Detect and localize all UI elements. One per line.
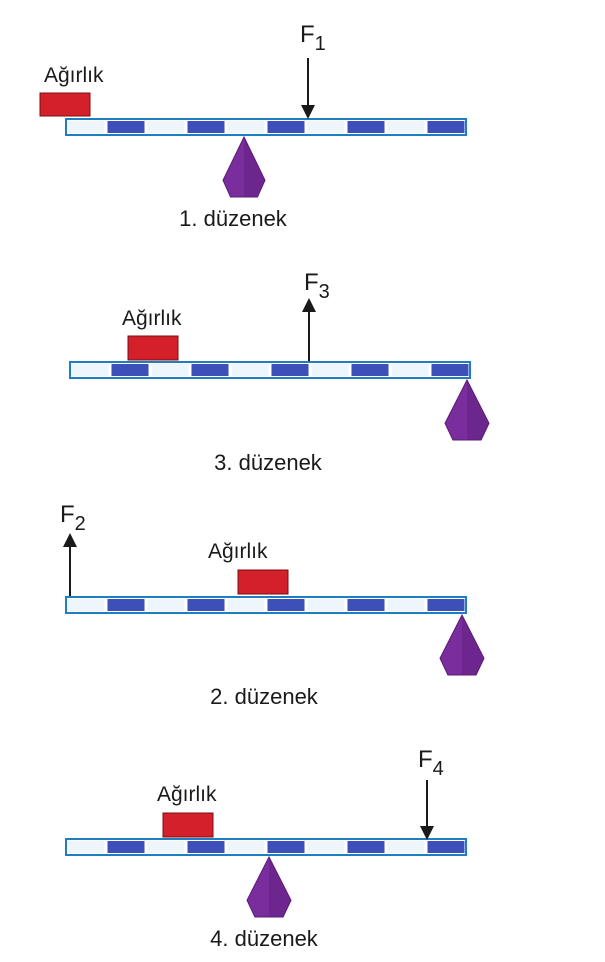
- beam-segment: [387, 599, 425, 611]
- setup-1-weight-label: Ağırlık: [44, 64, 104, 87]
- beam-segment: [311, 364, 349, 376]
- beam-segment: [431, 364, 469, 376]
- setup-2-beam: [65, 596, 467, 614]
- fulcrum-shape: [439, 613, 485, 676]
- beam-segment: [227, 599, 265, 611]
- beam-segment: [227, 121, 265, 133]
- beam-segment: [387, 841, 425, 853]
- setup-3-force-label: F3: [304, 269, 330, 303]
- fulcrum-shape: [246, 855, 292, 918]
- beam-segment: [111, 364, 149, 376]
- setup-2-weight: [237, 569, 289, 595]
- setup-3: Ağırlık F3 3. düzenek: [69, 269, 490, 475]
- beam-segment: [427, 841, 465, 853]
- setup-4-fulcrum: [246, 855, 292, 918]
- beam-segment: [187, 121, 225, 133]
- setup-3-weight-label: Ağırlık: [122, 307, 182, 330]
- beam-segment: [227, 841, 265, 853]
- beam-frame: [65, 118, 467, 136]
- beam-segment: [267, 599, 305, 611]
- beam-segment: [107, 599, 145, 611]
- setup-4-beam: [65, 838, 467, 856]
- setup-1-beam: [65, 118, 467, 136]
- beam-segment: [191, 364, 229, 376]
- beam-segment: [307, 599, 345, 611]
- beam-segment: [307, 121, 345, 133]
- beam-segment: [267, 121, 305, 133]
- setup-3-weight: [127, 335, 179, 361]
- fulcrum-shade: [244, 137, 265, 197]
- beam-segment: [391, 364, 429, 376]
- fulcrum-shade: [462, 615, 484, 675]
- setup-4-weight: [162, 812, 214, 838]
- setup-1-caption: 1. düzenek: [179, 206, 288, 231]
- beam-segment: [67, 841, 105, 853]
- setup-1-fulcrum: [222, 135, 266, 198]
- setup-2-caption: 2. düzenek: [210, 684, 319, 709]
- fulcrum-shade: [269, 857, 291, 917]
- beam-segment: [267, 841, 305, 853]
- beam-frame: [65, 596, 467, 614]
- beam-segment: [67, 121, 105, 133]
- beam-segment: [67, 599, 105, 611]
- beam-segment: [151, 364, 189, 376]
- setup-1: Ağırlık F1 1. düzenek: [39, 21, 467, 231]
- fulcrum-shape: [222, 135, 266, 198]
- setup-2-weight-label: Ağırlık: [208, 540, 268, 563]
- setup-2-fulcrum: [439, 613, 485, 676]
- beam-segment: [427, 121, 465, 133]
- beam-segment: [271, 364, 309, 376]
- beam-segment: [107, 121, 145, 133]
- setup-1-weight: [39, 92, 91, 117]
- setup-4: Ağırlık F4 4. düzenek: [65, 746, 467, 951]
- beam-segment: [147, 121, 185, 133]
- beam-segment: [387, 121, 425, 133]
- beam-segment: [187, 841, 225, 853]
- beam-segment: [147, 841, 185, 853]
- beam-frame: [69, 361, 471, 379]
- setup-2: Ağırlık F2 2. düzenek: [60, 501, 485, 709]
- setup-4-weight-label: Ağırlık: [157, 783, 217, 806]
- fulcrum-shape: [444, 378, 490, 441]
- setup-1-force-label: F1: [300, 21, 326, 55]
- setup-3-beam: [69, 361, 471, 379]
- beam-segment: [347, 841, 385, 853]
- beam-frame: [65, 838, 467, 856]
- setup-3-fulcrum: [444, 378, 490, 441]
- setup-3-caption: 3. düzenek: [214, 450, 323, 475]
- beam-segment: [351, 364, 389, 376]
- beam-segment: [187, 599, 225, 611]
- setup-4-force-label: F4: [418, 746, 444, 780]
- beam-segment: [347, 121, 385, 133]
- beam-segment: [347, 599, 385, 611]
- setup-4-caption: 4. düzenek: [210, 926, 319, 951]
- beam-segment: [231, 364, 269, 376]
- setup-2-force-label: F2: [60, 501, 86, 535]
- beam-segment: [427, 599, 465, 611]
- beam-segment: [307, 841, 345, 853]
- beam-segment: [147, 599, 185, 611]
- beam-segment: [107, 841, 145, 853]
- fulcrum-shade: [467, 380, 489, 440]
- beam-segment: [71, 364, 109, 376]
